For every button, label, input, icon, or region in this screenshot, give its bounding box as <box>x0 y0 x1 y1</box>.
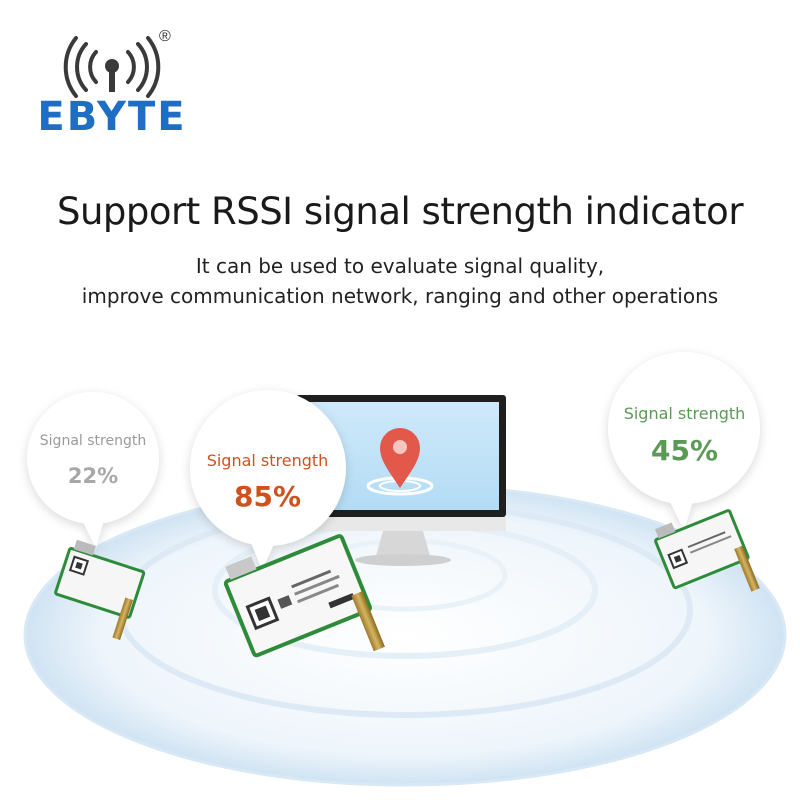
page-title: Support RSSI signal strength indicator <box>56 190 744 233</box>
module-right <box>654 509 760 592</box>
subtitle-line-2: improve communication network, ranging a… <box>81 284 719 308</box>
wireless-signal-icon <box>63 36 161 98</box>
bubble-45 <box>608 352 760 530</box>
signal-strength-label-1: Signal strength <box>39 433 147 449</box>
module-large-middle <box>223 534 385 658</box>
subtitle-line-1: It can be used to evaluate signal qualit… <box>195 254 605 278</box>
ebyte-logo: ® EBYTE <box>22 28 212 140</box>
bubble-85 <box>190 390 346 570</box>
module-small-left <box>54 539 146 640</box>
bubble-22 <box>27 392 159 548</box>
signal-strength-value-1: 22% <box>67 464 119 488</box>
registered-mark: ® <box>159 28 171 45</box>
brand-name: EBYTE <box>37 94 187 140</box>
signal-strength-value-2: 85% <box>233 480 302 513</box>
signal-strength-label-3: Signal strength <box>623 404 746 423</box>
signal-strength-label-2: Signal strength <box>206 451 329 470</box>
location-pin-icon <box>366 428 434 496</box>
signal-strength-value-3: 45% <box>650 434 719 467</box>
